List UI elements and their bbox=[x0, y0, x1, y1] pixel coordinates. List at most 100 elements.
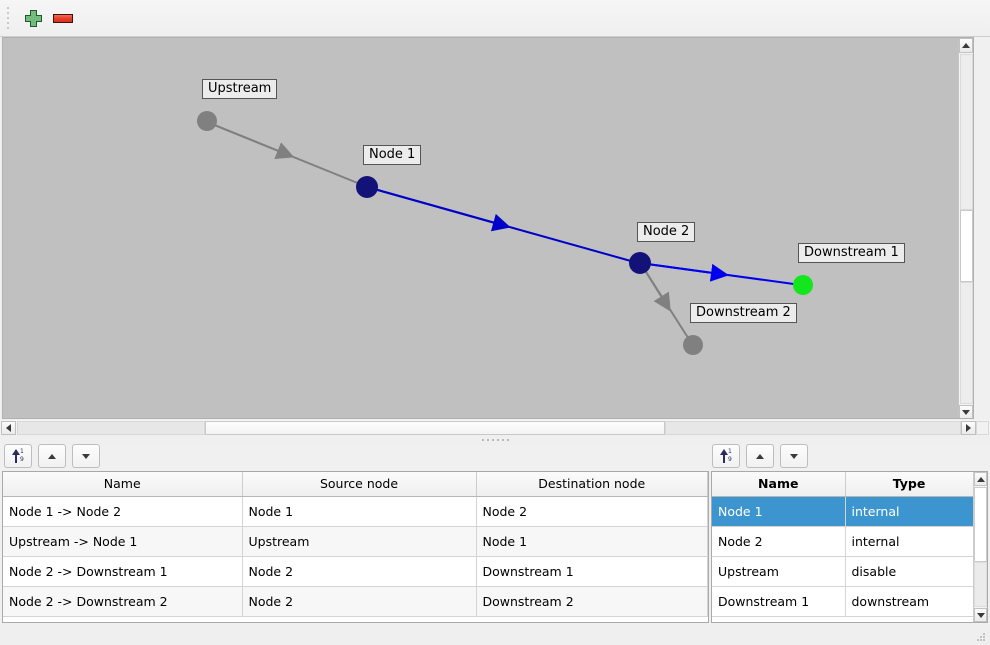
horizontal-splitter[interactable] bbox=[0, 435, 990, 445]
sort-digit-top: 1 bbox=[20, 448, 24, 455]
table-row[interactable]: Upstream -> Node 1 Upstream Node 1 bbox=[3, 526, 708, 557]
scrollbar-corner bbox=[976, 421, 989, 435]
vscroll-thumb[interactable] bbox=[960, 210, 973, 282]
triangle-up-icon bbox=[48, 453, 56, 459]
cell-name: Upstream bbox=[712, 556, 846, 587]
table-row[interactable]: Node 2 -> Downstream 1 Node 2 Downstream… bbox=[3, 556, 708, 587]
sort-ascending-icon: 1 9 bbox=[718, 448, 734, 464]
sort-digit-bottom: 9 bbox=[20, 456, 24, 463]
cell-name: Node 2 bbox=[712, 526, 846, 557]
nodes-table-scrollbar[interactable] bbox=[973, 472, 987, 622]
triangle-up-icon bbox=[756, 453, 764, 459]
cell-source: Node 2 bbox=[242, 556, 477, 587]
table-row[interactable]: Downstream 1 downstream bbox=[712, 586, 987, 617]
cell-source: Upstream bbox=[242, 526, 477, 557]
links-col-destination[interactable]: Destination node bbox=[476, 472, 708, 497]
hscroll-thumb[interactable] bbox=[205, 421, 665, 435]
graph-label-node1[interactable]: Node 1 bbox=[363, 145, 422, 165]
triangle-up-icon bbox=[976, 476, 985, 482]
vscroll-track-lower[interactable] bbox=[960, 282, 973, 404]
edge-node2-downstream1-arrow bbox=[639, 262, 729, 282]
cell-type: downstream bbox=[845, 586, 974, 617]
scroll-right-button[interactable] bbox=[961, 421, 976, 435]
splitter-grip-icon bbox=[481, 439, 509, 441]
triangle-down-icon bbox=[790, 453, 798, 459]
nodes-col-name[interactable]: Name bbox=[712, 472, 846, 497]
links-table: Name Source node Destination node Node 1… bbox=[3, 472, 708, 617]
triangle-down-icon bbox=[976, 612, 985, 618]
nodes-scroll-track[interactable] bbox=[974, 562, 987, 607]
graph-label-downstream2[interactable]: Downstream 2 bbox=[690, 303, 797, 323]
nodes-table-panel: Name Type Node 1 internal Node 2 interna… bbox=[711, 471, 988, 623]
table-row[interactable]: Upstream disable bbox=[712, 556, 987, 587]
graph-node-node2 bbox=[629, 252, 651, 274]
graph-view: Upstream Node 1 Node 2 Downstream 1 Down… bbox=[0, 37, 990, 436]
graph-node-upstream bbox=[197, 111, 217, 131]
nodes-sort-button[interactable]: 1 9 bbox=[712, 444, 740, 468]
nodes-move-up-button[interactable] bbox=[746, 444, 774, 468]
graph-label-node2[interactable]: Node 2 bbox=[637, 222, 696, 242]
links-table-header-row: Name Source node Destination node bbox=[3, 472, 708, 497]
nodes-col-type[interactable]: Type bbox=[845, 472, 974, 497]
graph-vertical-scrollbar[interactable] bbox=[958, 38, 973, 418]
nodes-move-down-button[interactable] bbox=[780, 444, 808, 468]
vscroll-track-upper[interactable] bbox=[960, 54, 973, 210]
cell-name: Node 1 -> Node 2 bbox=[3, 496, 243, 527]
links-col-name[interactable]: Name bbox=[3, 472, 243, 497]
remove-button[interactable] bbox=[48, 3, 78, 33]
scroll-left-button[interactable] bbox=[1, 421, 16, 435]
cell-type: disable bbox=[845, 556, 974, 587]
graph-label-upstream[interactable]: Upstream bbox=[202, 79, 278, 99]
cell-type: internal bbox=[845, 496, 974, 527]
graph-edges bbox=[206, 121, 802, 345]
edge-upstream-node1-arrow bbox=[206, 121, 295, 159]
table-row[interactable]: Node 2 internal bbox=[712, 526, 987, 557]
minus-icon bbox=[53, 13, 73, 23]
scroll-down-button[interactable] bbox=[974, 608, 987, 622]
cell-name: Node 2 -> Downstream 1 bbox=[3, 556, 243, 587]
scroll-down-button[interactable] bbox=[959, 405, 973, 418]
links-move-up-button[interactable] bbox=[38, 444, 66, 468]
hscroll-track-left[interactable] bbox=[17, 421, 205, 435]
edge-node1-node2-arrow bbox=[366, 186, 511, 232]
nodes-table: Name Type Node 1 internal Node 2 interna… bbox=[712, 472, 987, 617]
sort-digit-bottom: 9 bbox=[728, 456, 732, 463]
cell-destination: Downstream 1 bbox=[476, 556, 708, 587]
cell-type: internal bbox=[845, 526, 974, 557]
links-sort-button[interactable]: 1 9 bbox=[4, 444, 32, 468]
nodes-panel-toolbar: 1 9 bbox=[712, 443, 808, 469]
sort-digit-top: 1 bbox=[728, 448, 732, 455]
plus-icon bbox=[24, 9, 42, 27]
table-row[interactable]: Node 1 internal bbox=[712, 496, 987, 527]
scroll-up-button[interactable] bbox=[959, 38, 973, 53]
graph-svg bbox=[197, 111, 813, 355]
table-row[interactable]: Node 1 -> Node 2 Node 1 Node 2 bbox=[3, 496, 708, 527]
cell-destination: Downstream 2 bbox=[476, 586, 708, 617]
links-col-source[interactable]: Source node bbox=[242, 472, 477, 497]
cell-name: Node 1 bbox=[712, 496, 846, 527]
cell-name: Upstream -> Node 1 bbox=[3, 526, 243, 557]
table-row[interactable]: Node 2 -> Downstream 2 Node 2 Downstream… bbox=[3, 586, 708, 617]
resize-grip-icon[interactable] bbox=[977, 633, 987, 643]
links-move-down-button[interactable] bbox=[72, 444, 100, 468]
graph-nodes bbox=[197, 111, 813, 355]
graph-node-downstream1 bbox=[793, 275, 813, 295]
status-bar bbox=[0, 625, 990, 645]
links-panel-toolbar: 1 9 bbox=[4, 443, 100, 469]
graph-canvas[interactable]: Upstream Node 1 Node 2 Downstream 1 Down… bbox=[2, 37, 974, 419]
graph-label-downstream1[interactable]: Downstream 1 bbox=[798, 243, 905, 263]
links-table-panel: Name Source node Destination node Node 1… bbox=[2, 471, 709, 623]
triangle-up-icon bbox=[962, 43, 970, 48]
hscroll-track-right[interactable] bbox=[665, 421, 961, 435]
triangle-left-icon bbox=[6, 424, 11, 432]
sort-ascending-icon: 1 9 bbox=[10, 448, 26, 464]
cell-name: Node 2 -> Downstream 2 bbox=[3, 586, 243, 617]
nodes-scroll-thumb[interactable] bbox=[974, 487, 987, 562]
scroll-up-button[interactable] bbox=[974, 472, 987, 486]
graph-node-downstream2 bbox=[683, 335, 703, 355]
graph-horizontal-scrollbar[interactable] bbox=[0, 420, 990, 436]
triangle-right-icon bbox=[966, 424, 971, 432]
toolbar-grip[interactable] bbox=[3, 6, 13, 30]
add-button[interactable] bbox=[18, 3, 48, 33]
